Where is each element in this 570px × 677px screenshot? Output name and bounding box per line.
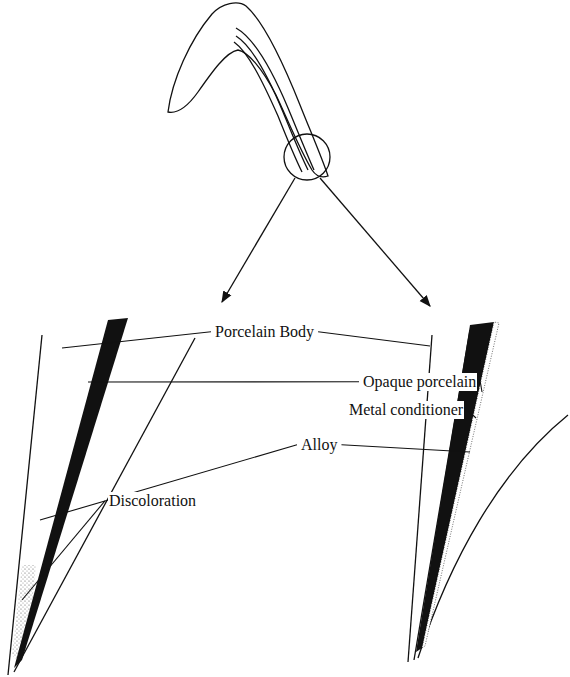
leader-line (467, 410, 476, 418)
leader-line (480, 382, 482, 392)
leader-line (318, 332, 430, 346)
part-label: Opaque porcelain (362, 373, 477, 391)
leader-line (40, 445, 297, 520)
tooth-surface-line (8, 335, 42, 675)
leader-line (22, 501, 105, 600)
part-label: Alloy (300, 436, 338, 454)
coping-line (234, 42, 302, 172)
detail-circle (284, 134, 330, 180)
part-label: Discoloration (108, 492, 197, 510)
tooth-outline (168, 3, 328, 177)
coping-line (236, 28, 314, 170)
part-label: Metal conditioner (348, 401, 464, 419)
opaque-porcelain-layer (416, 322, 494, 652)
detail-arrow (222, 178, 295, 302)
leader-line (341, 445, 470, 452)
leader-line (88, 381, 359, 382)
leader-line (62, 332, 211, 348)
metal-conditioner-layer (422, 322, 499, 648)
part-label: Porcelain Body (214, 323, 315, 341)
detail-arrow (320, 178, 430, 306)
